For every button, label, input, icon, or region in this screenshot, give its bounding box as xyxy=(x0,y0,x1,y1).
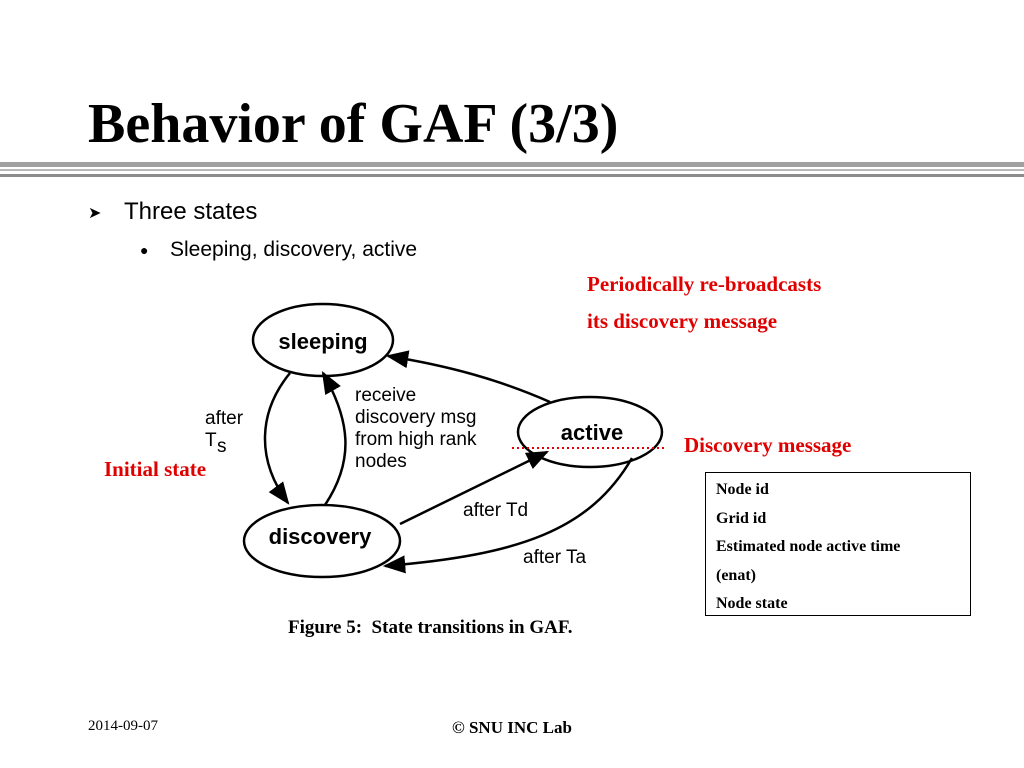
title-divider-thin xyxy=(0,169,1024,171)
arrow-bullet-icon: ➤ xyxy=(88,204,102,222)
receive-label-line1: receive xyxy=(355,385,416,406)
rebroadcast-note-line2: its discovery message xyxy=(587,309,778,333)
receive-label-line4: nodes xyxy=(355,451,407,472)
after-td-label: after Td xyxy=(463,500,528,521)
state-discovery-label: discovery xyxy=(269,524,372,549)
dot-bullet-icon: ● xyxy=(140,242,149,259)
after-ts-label-top: after xyxy=(205,408,244,429)
after-ts-label-T: T xyxy=(205,430,217,451)
state-active-label: active xyxy=(561,420,623,445)
bullet-state-list-text: Sleeping, discovery, active xyxy=(170,238,418,261)
arrow-active-to-sleeping xyxy=(385,350,551,404)
arrow-sleeping-to-discovery xyxy=(263,372,291,505)
title-divider-base xyxy=(0,174,1024,177)
arrow-active-to-discovery xyxy=(382,457,634,574)
footer-date: 2014-09-07 xyxy=(88,718,158,734)
state-sleeping-label: sleeping xyxy=(278,329,367,354)
message-field-grid-id: Grid id xyxy=(716,509,767,527)
discovery-message-fields-box: Node id Grid id Estimated node active ti… xyxy=(705,472,971,616)
message-field-enat-abbrev: (enat) xyxy=(716,566,756,584)
message-field-node-id: Node id xyxy=(716,481,769,498)
arrow-discovery-to-sleeping xyxy=(321,371,347,506)
figure-caption: Figure 5: State transitions in GAF. xyxy=(288,617,572,638)
initial-state-label: Initial state xyxy=(104,457,207,481)
arrow-discovery-to-active xyxy=(399,450,550,526)
bullet-three-states-text: Three states xyxy=(124,198,258,225)
bullet-state-list: ● Sleeping, discovery, active xyxy=(140,238,417,262)
slide-title: Behavior of GAF (3/3) xyxy=(88,93,619,155)
bullet-three-states: ➤ Three states xyxy=(88,198,257,226)
message-field-node-state: Node state xyxy=(716,595,788,612)
discovery-message-label: Discovery message xyxy=(684,433,852,457)
message-field-enat: Estimated node active time xyxy=(716,538,901,555)
receive-label-line2: discovery msg xyxy=(355,407,476,428)
after-ts-label-sub: s xyxy=(217,436,227,457)
footer-lab-credit: © SNU INC Lab xyxy=(452,718,572,737)
state-discovery-node xyxy=(242,503,402,579)
state-active-node xyxy=(516,395,664,469)
after-ta-label: after Ta xyxy=(523,547,586,568)
rebroadcast-note-line1: Periodically re-broadcasts xyxy=(587,272,822,296)
title-divider-thick xyxy=(0,162,1024,167)
receive-label-line3: from high rank xyxy=(355,429,477,450)
